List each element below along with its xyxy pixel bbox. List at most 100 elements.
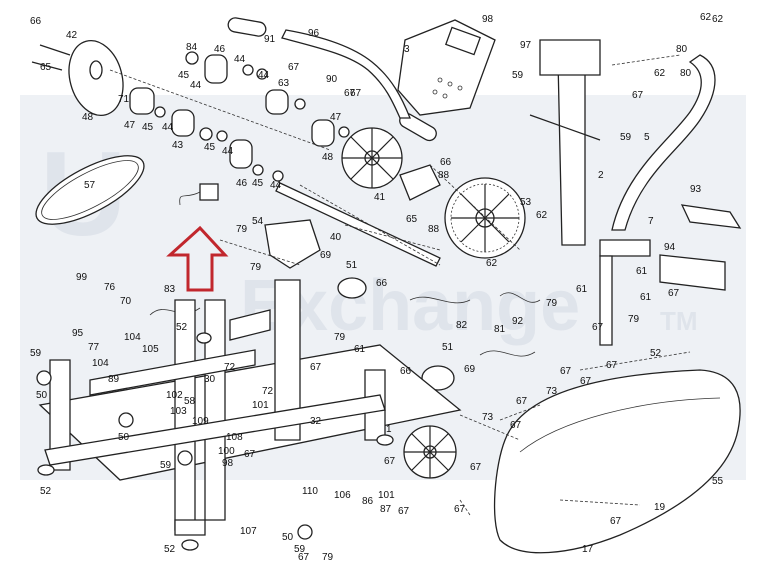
part-number-label: 42 xyxy=(66,30,78,41)
part-number-label: 32 xyxy=(310,416,322,427)
part-number-label: 110 xyxy=(302,486,318,497)
pulley-bracket xyxy=(31,44,71,71)
part-number-label: 89 xyxy=(108,374,120,385)
part-number-label: 53 xyxy=(520,197,532,208)
part-number-label: 67 xyxy=(580,376,592,387)
part-number-label: 69 xyxy=(320,250,332,261)
part-number-label: 88 xyxy=(438,170,450,181)
part-number-label: 67 xyxy=(244,449,256,460)
part-number-label: 63 xyxy=(278,78,290,89)
part-number-label: 59 xyxy=(30,348,42,359)
part-number-label: 67 xyxy=(310,362,322,373)
part-number-label: 47 xyxy=(124,120,136,131)
foot-mid xyxy=(196,332,212,344)
part-number-label: 59 xyxy=(294,544,306,555)
part-number-label: 51 xyxy=(346,260,358,271)
part-number-label: 52 xyxy=(164,544,176,555)
part-number-label: 59 xyxy=(512,70,524,81)
part-number-label: 79 xyxy=(334,332,346,343)
large-wheel xyxy=(403,425,457,479)
axle-rod xyxy=(275,182,441,267)
red-arrow-highlight xyxy=(166,225,229,292)
part-number-label: 44 xyxy=(234,54,246,65)
part-number-label: 81 xyxy=(494,324,506,335)
part-number-label: 87 xyxy=(380,504,392,515)
part-number-label: 97 xyxy=(520,40,532,51)
wire-harness-92 xyxy=(499,292,541,303)
part-number-label: 67 xyxy=(384,456,396,467)
part-number-label: 67 xyxy=(592,322,604,333)
part-number-label: 79 xyxy=(546,298,558,309)
part-number-label: 82 xyxy=(456,320,468,331)
part-number-label: 66 xyxy=(376,278,388,289)
footrest-lower xyxy=(659,254,726,291)
part-number-label: 66 xyxy=(440,157,452,168)
idler-pulley-lower xyxy=(421,365,455,391)
part-number-label: 91 xyxy=(264,34,276,45)
part-number-label: 72 xyxy=(224,362,236,373)
handle-grip-left xyxy=(227,17,267,37)
part-number-label: 83 xyxy=(164,284,176,295)
drive-wheel xyxy=(444,177,526,259)
part-number-label: 62 xyxy=(536,210,548,221)
part-number-label: 44 xyxy=(270,180,282,191)
part-number-label: 96 xyxy=(308,28,320,39)
part-number-label: 79 xyxy=(322,552,334,563)
belt-inner xyxy=(41,160,139,220)
part-number-label: 52 xyxy=(650,348,662,359)
crank-arm xyxy=(399,164,441,201)
part-number-label: 76 xyxy=(104,282,116,293)
part-number-label: 61 xyxy=(354,344,366,355)
part-number-label: 47 xyxy=(330,112,342,123)
part-number-label: 46 xyxy=(214,44,226,55)
wheel-front xyxy=(177,450,193,466)
part-number-label: 51 xyxy=(442,342,454,353)
part-number-label: 106 xyxy=(334,490,351,501)
wheel-bottom xyxy=(297,524,313,540)
part-number-label: 84 xyxy=(186,42,198,53)
part-number-label: 67 xyxy=(510,420,522,431)
part-number-label: 52 xyxy=(40,486,52,497)
part-number-label: 45 xyxy=(204,142,216,153)
part-number-label: 45 xyxy=(142,122,154,133)
part-number-label: 104 xyxy=(124,332,141,343)
part-number-label: 61 xyxy=(636,266,648,277)
part-number-label: 71 xyxy=(118,94,130,105)
foot-right xyxy=(376,434,394,446)
shroud-top xyxy=(264,219,321,269)
part-number-label: 67 xyxy=(454,504,466,515)
part-number-label: 3 xyxy=(404,44,410,55)
part-number-label: 17 xyxy=(582,544,594,555)
part-number-label: 58 xyxy=(184,396,196,407)
part-number-label: 67 xyxy=(298,552,310,563)
part-number-label: 50 xyxy=(36,390,48,401)
belt xyxy=(35,155,145,225)
part-number-label: 52 xyxy=(176,322,188,333)
part-number-label: 44 xyxy=(258,70,270,81)
part-number-label: 108 xyxy=(226,432,243,443)
part-number-label: 102 xyxy=(166,390,183,401)
part-number-label: 67 xyxy=(470,462,482,473)
wire-harness-82 xyxy=(409,296,471,304)
sensor-wire xyxy=(179,191,201,206)
footrest-upper xyxy=(680,204,742,229)
part-number-label: 65 xyxy=(406,214,418,225)
part-number-label: 5 xyxy=(644,132,650,143)
part-number-label: 109 xyxy=(192,416,209,427)
part-number-label: 54 xyxy=(252,216,264,227)
main-frame xyxy=(38,279,462,536)
part-number-label: 62 xyxy=(700,12,712,23)
part-number-label: 90 xyxy=(326,74,338,85)
part-number-label: 44 xyxy=(222,146,234,157)
part-number-label: 59 xyxy=(620,132,632,143)
part-number-label: 73 xyxy=(482,412,494,423)
part-number-label: 107 xyxy=(240,526,257,537)
part-number-label: 105 xyxy=(142,344,159,355)
part-number-label: 45 xyxy=(178,70,190,81)
part-number-label: 79 xyxy=(236,224,248,235)
part-number-label: 67 xyxy=(668,288,680,299)
sensor-box xyxy=(199,183,219,201)
part-number-label: 67 xyxy=(350,88,362,99)
wheel-left xyxy=(36,370,52,386)
part-number-label: 67 xyxy=(398,506,410,517)
